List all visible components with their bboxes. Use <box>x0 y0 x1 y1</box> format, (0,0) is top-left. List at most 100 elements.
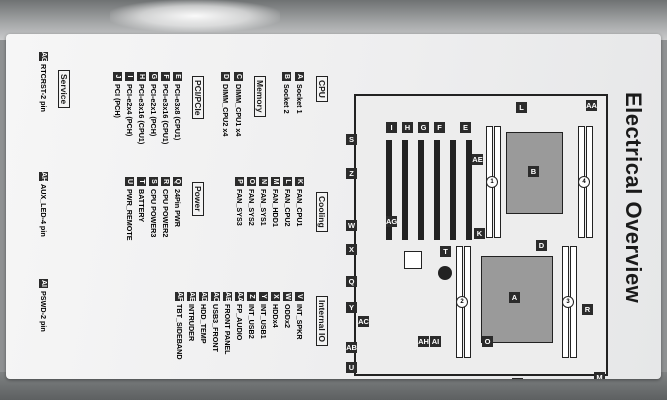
tag-badge: V <box>295 292 304 301</box>
list-item: R CPU POWER2 <box>161 177 170 237</box>
item-label: HDD_TEMP <box>199 304 208 344</box>
item-label: DIMM_CPU1 x4 <box>234 84 243 137</box>
item-label: PCI-e3x8 (CPU1) <box>173 84 182 141</box>
item-label: FRONT PANEL <box>223 304 232 355</box>
diagram-tag: AC <box>358 316 369 327</box>
battery-icon <box>438 266 452 280</box>
dimm-number: 3 <box>562 296 574 308</box>
item-label: FP_AUDIO <box>235 304 244 341</box>
tag-badge: M <box>271 177 280 186</box>
item-label: INT_USB1 <box>259 304 268 339</box>
tag-badge: A <box>295 72 304 81</box>
item-label: FAN_HDD1 <box>271 189 280 227</box>
tag-badge: K <box>295 177 304 186</box>
diagram-tag: Q <box>346 276 357 287</box>
tag-badge: P <box>235 177 244 186</box>
pcie-slot <box>466 140 472 240</box>
item-label: INTRUDER <box>187 304 196 342</box>
tag-badge: F <box>161 72 170 81</box>
item-label: Socket 2 <box>282 84 291 114</box>
tag-badge: AI <box>39 279 48 288</box>
section-header-service: Service <box>58 70 70 109</box>
diagram-tag: W <box>346 220 357 231</box>
list-item: AI PSWD-2 pin <box>39 279 48 332</box>
diagram-tag: AH <box>418 336 429 347</box>
pcie-slot <box>386 140 392 240</box>
item-label: PCI (PCH) <box>113 84 122 118</box>
list-item: S CPU POWER3 <box>149 177 158 237</box>
tag-badge: R <box>161 177 170 186</box>
item-label: CPU POWER3 <box>149 189 158 238</box>
item-label: PCI-e3x16 (CPU1) <box>137 84 146 145</box>
item-label: CPU POWER2 <box>161 189 170 238</box>
diagram-tag: Z <box>346 168 357 179</box>
list-item: W ODDx2 <box>283 292 292 328</box>
tag-badge: W <box>283 292 292 301</box>
item-label: PCI-e3x16 (CPU1) <box>161 84 170 145</box>
pcie-slot <box>418 140 424 240</box>
diagram-tag: T <box>440 246 451 257</box>
item-label: ODDx2 <box>283 304 292 328</box>
tag-badge: S <box>149 177 158 186</box>
tag-badge: D <box>221 72 230 81</box>
diagram-tag: M <box>594 372 605 379</box>
diagram-tag: X <box>346 244 357 255</box>
item-label: FAN_SYS2 <box>247 189 256 226</box>
tag-badge: AH <box>39 172 48 183</box>
dimm-number: 4 <box>578 176 590 188</box>
list-item: D DIMM_CPU2 x4 <box>221 72 230 136</box>
section-header-pcie: PCI/PCIe <box>192 76 204 120</box>
label-title: Electrical Overview <box>621 92 646 304</box>
chip-square <box>404 251 422 269</box>
diagram-tag: B <box>528 166 539 177</box>
dimm-number: 1 <box>486 176 498 188</box>
tag-badge: AC <box>211 292 220 303</box>
tag-badge: J <box>113 72 122 81</box>
diagram-tag: K <box>474 228 485 239</box>
tag-badge: N <box>259 177 268 186</box>
tag-badge: AB <box>223 292 232 303</box>
diagram-tag: D <box>536 240 547 251</box>
diagram-tag: C <box>512 378 523 379</box>
item-label: FAN_SYS3 <box>235 189 244 226</box>
diagram-tag: AB <box>346 342 357 353</box>
tag-badge: I <box>125 72 134 81</box>
diagram-tag: E <box>460 122 471 133</box>
tag-badge: Y <box>259 292 268 301</box>
motherboard-diagram: B 1 4 A 2 3 AA L S I H G F E Z AE AG K D… <box>346 94 608 379</box>
tag-badge: AD <box>199 292 208 303</box>
cpu-socket-1 <box>481 256 553 343</box>
item-label: PSWD-2 pin <box>39 291 48 332</box>
item-label: RTCRST-2 pin <box>39 64 48 112</box>
item-label: DIMM_CPU2 x4 <box>221 84 230 137</box>
diagram-tag: A <box>509 292 520 303</box>
diagram-tag: O <box>482 336 493 347</box>
tag-badge: U <box>125 177 134 186</box>
tag-badge: G <box>149 72 158 81</box>
item-label: HDDx4 <box>271 304 280 328</box>
tag-badge: T <box>137 177 146 186</box>
list-item: J PCI (PCH) <box>113 72 122 118</box>
